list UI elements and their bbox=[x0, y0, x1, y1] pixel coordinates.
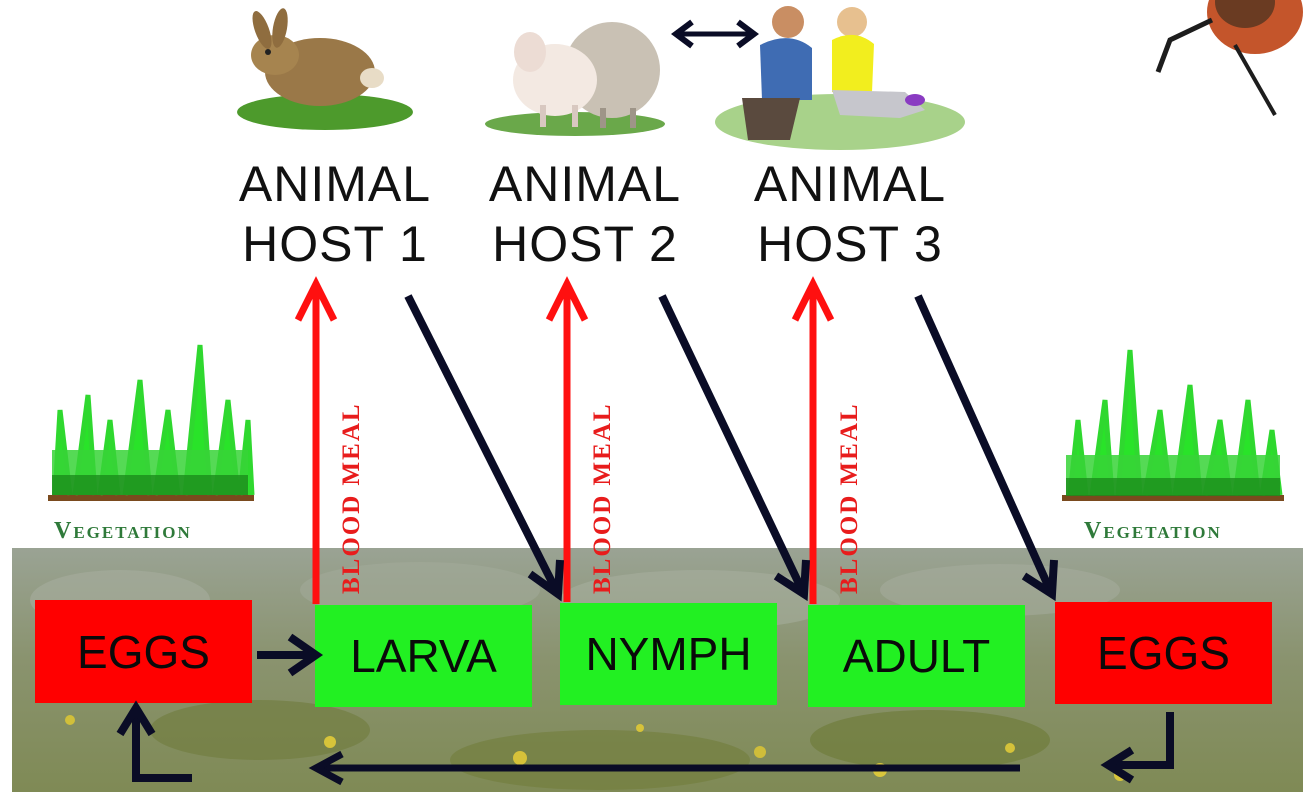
host-1-line2: HOST 1 bbox=[225, 214, 445, 274]
adult-label: ADULT bbox=[808, 605, 1025, 707]
vegetation-left-icon bbox=[48, 345, 254, 501]
vegetation-right-icon bbox=[1062, 350, 1284, 501]
host-3-line2: HOST 3 bbox=[740, 214, 960, 274]
tick-icon bbox=[1158, 0, 1303, 115]
eggs-right-label: EGGS bbox=[1055, 602, 1272, 704]
host-label-1: ANIMAL HOST 1 bbox=[225, 154, 445, 274]
blood-meal-label-2: BLOOD MEAL bbox=[589, 402, 617, 594]
sheep-icon bbox=[485, 22, 665, 136]
eggs-left-label: EGGS bbox=[35, 600, 252, 703]
host-1-line1: ANIMAL bbox=[225, 154, 445, 214]
larva-label: LARVA bbox=[315, 605, 532, 707]
host-3-line1: ANIMAL bbox=[740, 154, 960, 214]
drop-off-arrow-3 bbox=[918, 296, 1050, 590]
vegetation-label-right: Vegetation bbox=[1084, 518, 1222, 545]
host-2-line1: ANIMAL bbox=[475, 154, 695, 214]
host-2-line2: HOST 2 bbox=[475, 214, 695, 274]
drop-off-arrow-1 bbox=[408, 296, 556, 590]
blood-meal-label-3: BLOOD MEAL bbox=[836, 402, 864, 594]
vegetation-label-left: Vegetation bbox=[54, 518, 192, 545]
double-arrow-icon bbox=[676, 22, 754, 46]
drop-off-arrow-2 bbox=[662, 296, 802, 590]
people-icon bbox=[715, 6, 965, 150]
rabbit-icon bbox=[237, 7, 413, 130]
nymph-label: NYMPH bbox=[560, 603, 777, 705]
host-label-2: ANIMAL HOST 2 bbox=[475, 154, 695, 274]
blood-meal-label-1: BLOOD MEAL bbox=[338, 402, 366, 594]
host-label-3: ANIMAL HOST 3 bbox=[740, 154, 960, 274]
